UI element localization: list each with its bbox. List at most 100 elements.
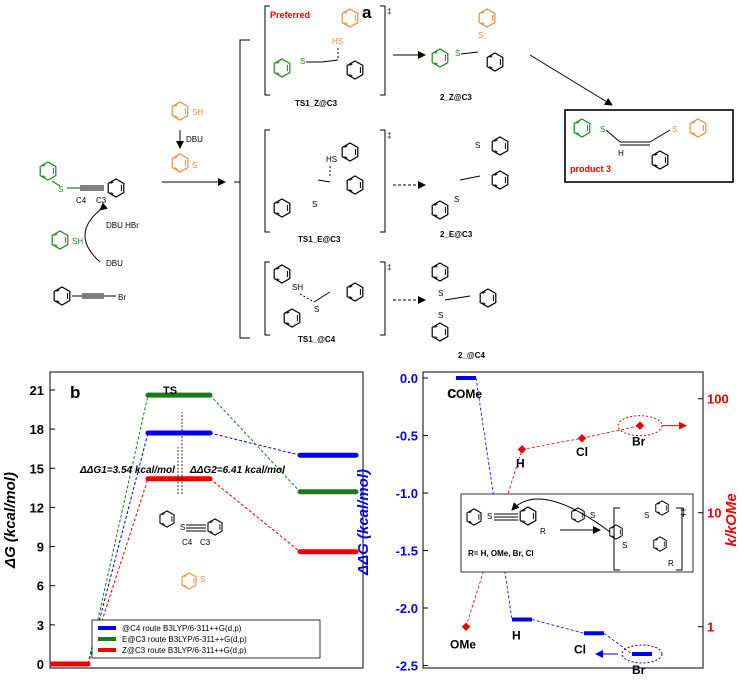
hs-label-2: HS — [326, 155, 337, 164]
product-box: S S H product 3 — [564, 109, 734, 183]
bromoalkyne-route: SH DBU HBr DBU Br — [51, 202, 139, 306]
svg-text:S: S — [312, 200, 317, 209]
svg-text:S: S — [454, 195, 459, 204]
svg-text:S: S — [58, 185, 63, 194]
plot-frame-b — [49, 371, 364, 669]
ddg-arrows — [177, 412, 183, 494]
legend-label: Z@C3 route B3LYP/6-311++G(d,p) — [122, 646, 247, 655]
phenyl-ring-icon — [273, 264, 291, 284]
y-tick-label-right: 100 — [707, 392, 729, 407]
k-point — [461, 622, 471, 631]
phenyl-ring-icon — [431, 48, 449, 68]
y-tick-label-left: -1.0 — [396, 486, 418, 501]
y-tick-label: 21 — [30, 383, 44, 398]
connector-line — [87, 395, 149, 665]
ts-row-z: ‡ Preferred HS S TS1_Z@C3 S S 2_Z@C3 — [264, 5, 613, 108]
c4-label: C4 — [76, 196, 87, 205]
ddg2-label: ΔΔG2=6.41 kcal/mol — [189, 465, 285, 476]
y-tick-label-left: -2.5 — [396, 659, 418, 674]
mini-reaction-sketch: S C4 C3 S — [159, 510, 223, 590]
phenyl-ring-icon — [478, 8, 496, 28]
y-tick-label-left: -2.0 — [396, 601, 418, 616]
int-name-3: 2_@C4 — [458, 351, 485, 360]
svg-text:S: S — [672, 125, 677, 134]
thiophenol-activation: SH DBU S — [162, 101, 226, 186]
y-tick-label-left: 0.0 — [400, 371, 418, 386]
ddg1-label: ΔΔG1=3.54 kcal/mol — [79, 465, 175, 476]
phenyl-ring-icon — [171, 101, 189, 121]
y-tick-label: 15 — [30, 461, 44, 476]
svg-text:R: R — [668, 559, 674, 568]
mini-c3: C3 — [200, 538, 211, 547]
sh-label: SH — [192, 108, 203, 117]
phenyl-ring-icon — [53, 286, 71, 306]
phenyl-ring-icon — [273, 198, 291, 218]
ddg-connector — [531, 619, 585, 634]
k-point-label: OMe — [450, 638, 476, 652]
panel-a: a S C4 C3 SH DBU S SH — [39, 3, 734, 360]
legend-label: E@C3 route B3LYP/6-311++G(d,p) — [122, 635, 247, 644]
phenyl-ring-icon — [651, 150, 669, 170]
y-axis-label-right-c: k/kOMe — [723, 493, 740, 546]
y-tick-label: 12 — [30, 500, 44, 515]
phenyl-ring-icon — [486, 52, 504, 72]
phenyl-ring-icon — [479, 288, 497, 308]
k-connector — [521, 437, 583, 450]
connector-line — [209, 394, 301, 493]
hs-label-1: HS — [332, 37, 343, 46]
svg-text:S: S — [300, 57, 305, 66]
inset-dagger: ‡ — [680, 505, 687, 519]
plot-frame-c — [422, 371, 704, 669]
dbu-label: DBU — [186, 135, 203, 144]
dagger-1: ‡ — [387, 7, 391, 16]
panel-a-label: a — [362, 3, 372, 22]
phenyl-ring-icon — [51, 230, 69, 250]
inset-s: S — [590, 511, 595, 520]
int-name-1: 2_Z@C3 — [440, 93, 472, 102]
svg-text:S: S — [487, 512, 492, 521]
connector-line — [209, 478, 301, 553]
mini-c4: C4 — [182, 538, 193, 547]
svg-text:S: S — [438, 289, 443, 298]
ts-name-3: TS1_@C4 — [298, 335, 336, 344]
phenyl-ring-icon — [107, 178, 125, 198]
c3-label: C3 — [96, 196, 107, 205]
y-tick-label-right: 1 — [707, 620, 714, 635]
phenyl-ring-icon — [431, 322, 449, 342]
ts-name-1: TS1_Z@C3 — [295, 99, 338, 108]
phenyl-ring-icon — [273, 58, 291, 78]
y-tick-label-right: 10 — [707, 506, 721, 521]
phenyl-ring-icon — [491, 170, 509, 190]
phenyl-ring-icon — [341, 8, 359, 28]
phenyl-ring-icon — [491, 136, 509, 156]
product-label: product 3 — [570, 164, 611, 174]
phenyl-ring-icon — [283, 308, 301, 328]
phenyl-ring-icon — [207, 518, 223, 536]
phenyl-ring-icon — [341, 142, 359, 162]
y-axis-label-b: ΔG (kcal/mol) — [2, 472, 19, 569]
ddg-point-label: Br — [632, 663, 646, 677]
y-tick-label: 3 — [37, 618, 44, 633]
phenyl-ring-icon — [171, 153, 189, 173]
phenyl-ring-icon — [573, 118, 591, 138]
k-point-label: H — [516, 456, 525, 470]
thiolate-label: S — [192, 161, 197, 170]
y-tick-label-left: -0.5 — [396, 429, 418, 444]
phenyl-ring-icon — [346, 282, 364, 302]
dbu-label-2: DBU — [106, 259, 123, 268]
svg-text:S: S — [455, 49, 460, 58]
svg-text:S: S — [314, 305, 319, 314]
panel-b-label: b — [70, 383, 80, 402]
k-point-label: Br — [632, 435, 646, 449]
sh-label-3: SH — [292, 283, 303, 292]
phenyl-ring-icon — [181, 572, 197, 590]
y-tick-label: 9 — [37, 540, 44, 555]
energy-profiles — [49, 392, 359, 667]
legend-b: @C4 route B3LYP/6-311++G(d,p)E@C3 route … — [91, 619, 321, 659]
svg-text:S: S — [600, 125, 605, 134]
svg-text:S: S — [475, 141, 480, 150]
